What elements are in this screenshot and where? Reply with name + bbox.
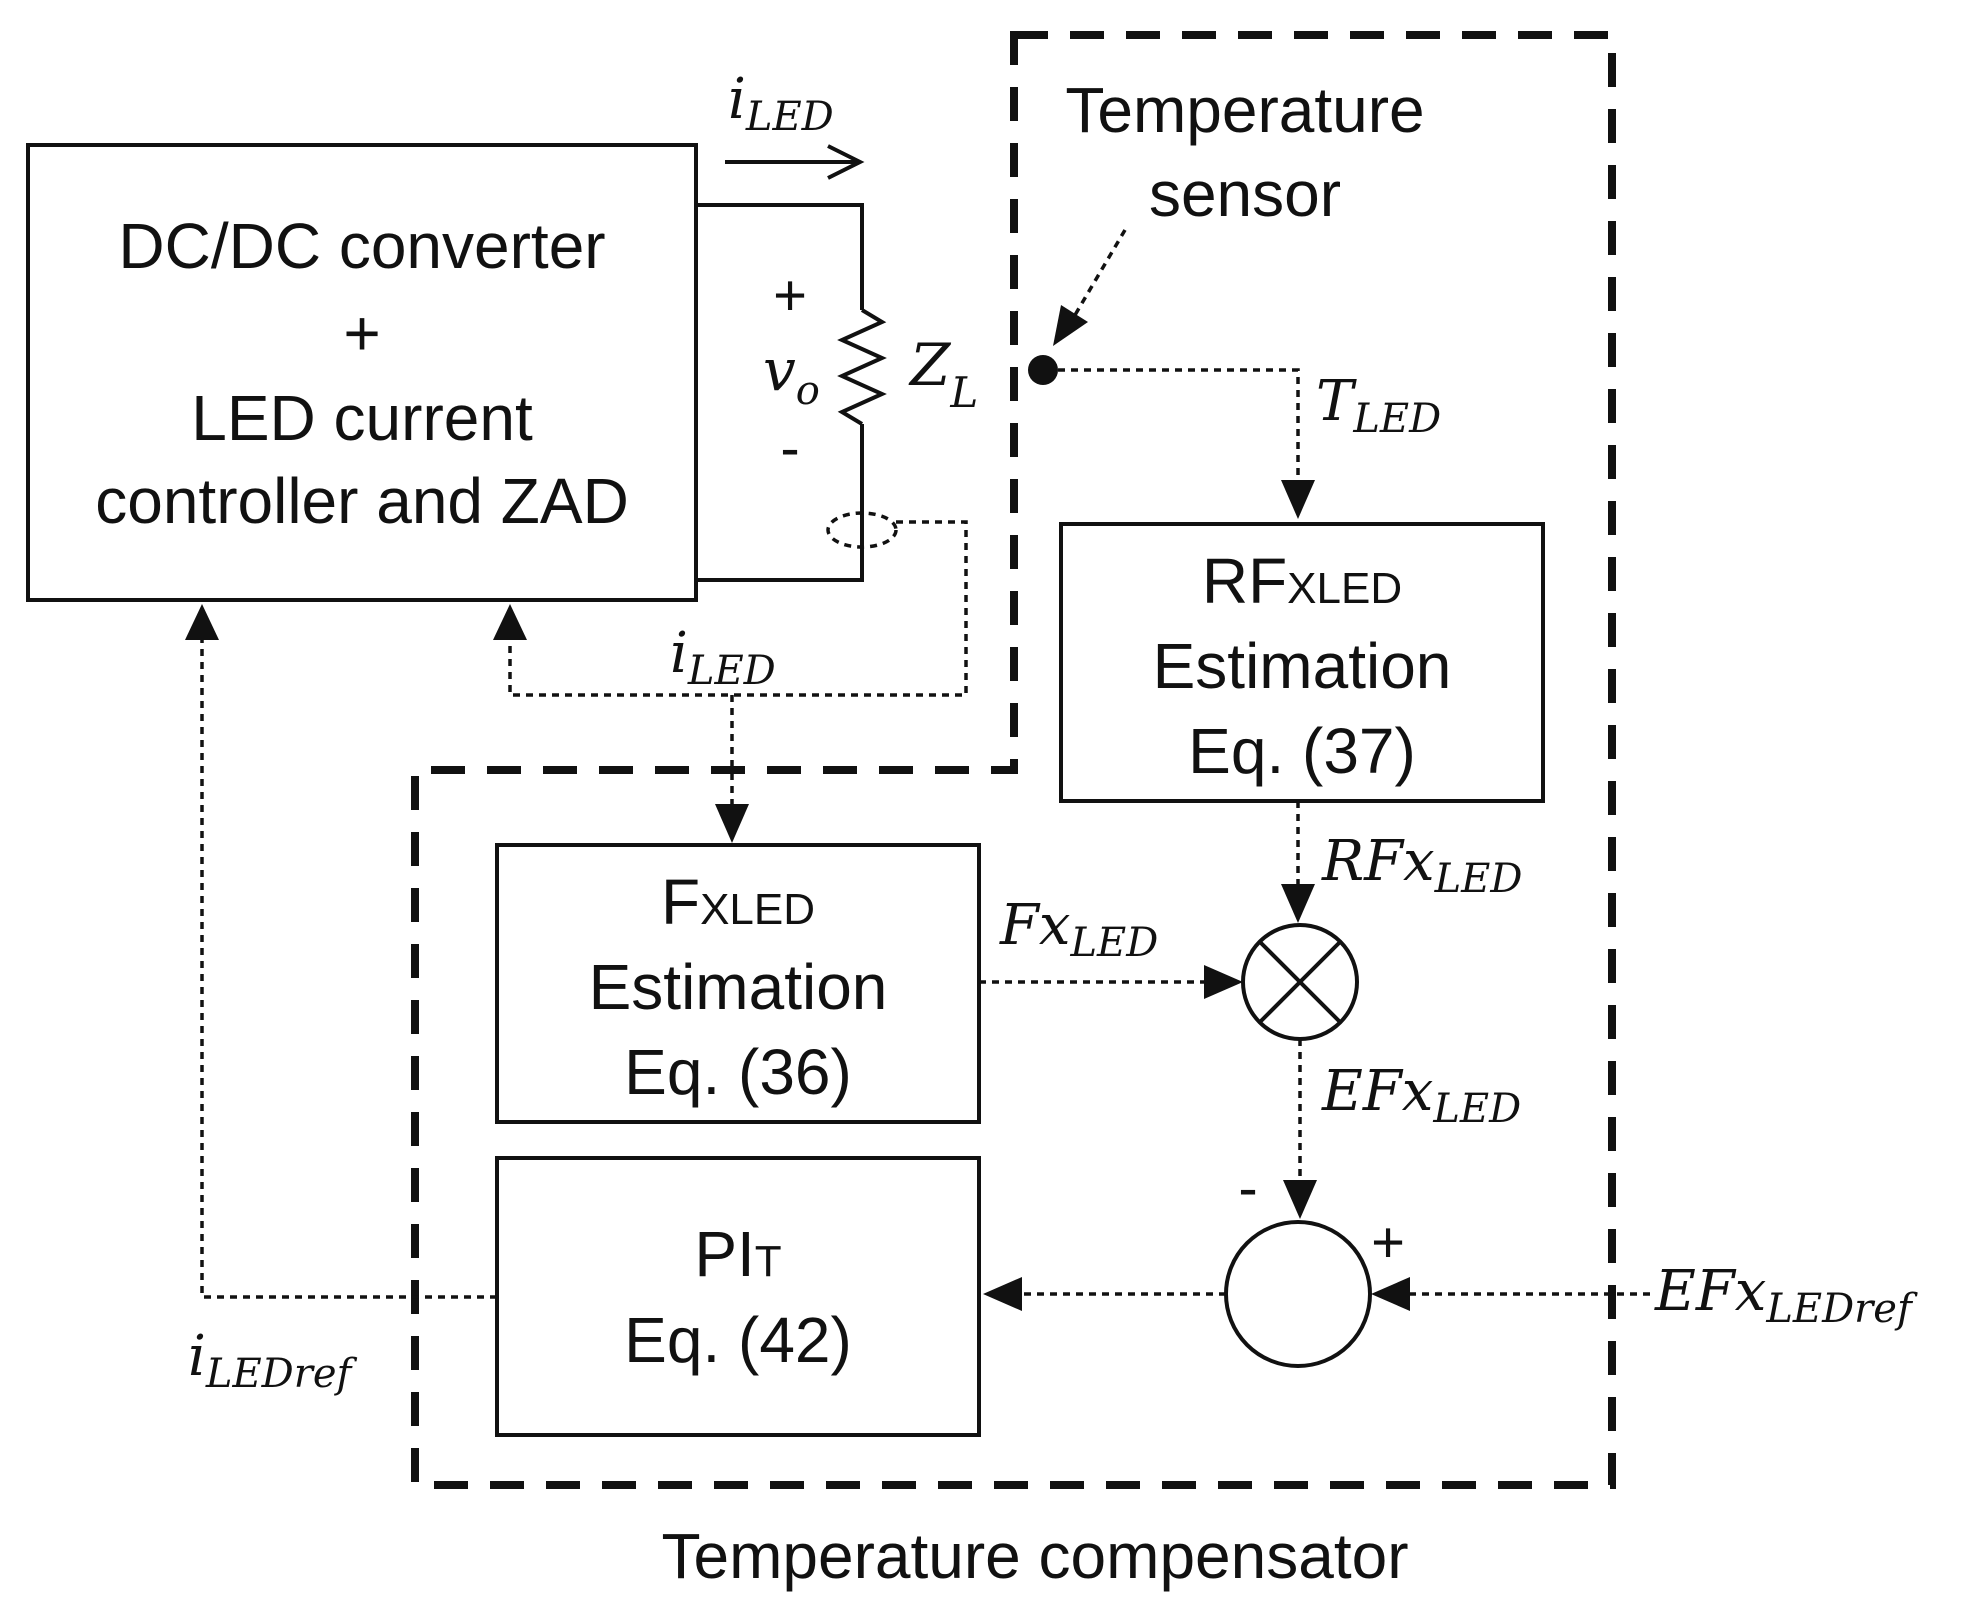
load-resistor	[837, 308, 887, 426]
converter-line4: controller and ZAD	[95, 465, 629, 537]
sensor-label-line2: sensor	[1149, 158, 1341, 230]
multiplier-cross-b	[1258, 940, 1342, 1024]
fx-block-title: FXLED	[661, 866, 815, 938]
fx-led-label: FxLED	[999, 893, 1158, 966]
multiplier-left-arrowhead	[1204, 965, 1243, 999]
sum-right-arrowhead	[1371, 1277, 1410, 1311]
pi-block-title: PIT	[694, 1218, 781, 1290]
converter-line2: +	[343, 297, 380, 369]
current-sense-line	[508, 520, 968, 697]
efx-ledref-label: EFxLEDref	[1654, 1259, 1918, 1332]
converter-line3: LED current	[191, 382, 533, 454]
fx-block-line3: Eq. (36)	[624, 1036, 852, 1108]
sum-top-arrowhead	[1283, 1180, 1317, 1219]
rfx-block-title: RFXLED	[1202, 545, 1402, 617]
current-arrowhead	[827, 144, 865, 180]
summing-junction	[1224, 1220, 1372, 1368]
pi-input-arrowhead	[983, 1277, 1022, 1311]
i-led-top-label: iLED	[728, 67, 834, 140]
t-led-label: TLED	[1316, 369, 1441, 442]
output-wire-bottom	[696, 424, 864, 582]
current-sensor-ellipse	[826, 511, 898, 549]
sensor-label-line1: Temperature	[1065, 74, 1424, 146]
compensator-caption: Temperature compensator	[661, 1520, 1408, 1592]
i-ledref-label: iLEDref	[188, 1324, 358, 1397]
sensor-dot	[1028, 355, 1058, 385]
vo-minus-sign: -	[780, 416, 799, 481]
converter-line1: DC/DC converter	[118, 210, 605, 282]
rfx-block-line2: Estimation	[1153, 630, 1452, 702]
i-led-mid-label: iLED	[670, 621, 776, 694]
sensor-pointer-arrowhead	[1053, 305, 1088, 346]
pi-controller-block	[495, 1156, 981, 1437]
fx-input-arrowhead	[715, 804, 749, 843]
pi-block-line2: Eq. (42)	[624, 1304, 852, 1376]
compensator-boundary	[411, 31, 1616, 1489]
multiplier-top-arrowhead	[1281, 884, 1315, 923]
rfx-block-line3: Eq. (37)	[1188, 715, 1416, 787]
reference-feedback-line	[200, 640, 497, 1299]
sum-minus-sign: -	[1238, 1156, 1257, 1221]
zl-label: ZL	[908, 331, 978, 417]
efx-led-label: EFxLED	[1321, 1059, 1521, 1132]
vo-plus-sign: +	[773, 263, 807, 328]
current-feedback-arrowhead	[493, 604, 527, 640]
output-wire-top	[696, 203, 864, 310]
temperature-signal-line	[1058, 368, 1300, 482]
sensor-pointer-line	[1073, 229, 1127, 316]
rfx-led-label: RFxLED	[1321, 829, 1522, 902]
rfx-input-arrowhead	[1281, 480, 1315, 519]
sum-plus-sign: +	[1371, 1210, 1405, 1275]
converter-ref-arrowhead	[185, 604, 219, 640]
converter-block	[26, 143, 698, 602]
rfx-estimation-block	[1059, 522, 1545, 803]
vo-label: vo	[763, 336, 820, 414]
fx-block-line2: Estimation	[589, 951, 888, 1023]
